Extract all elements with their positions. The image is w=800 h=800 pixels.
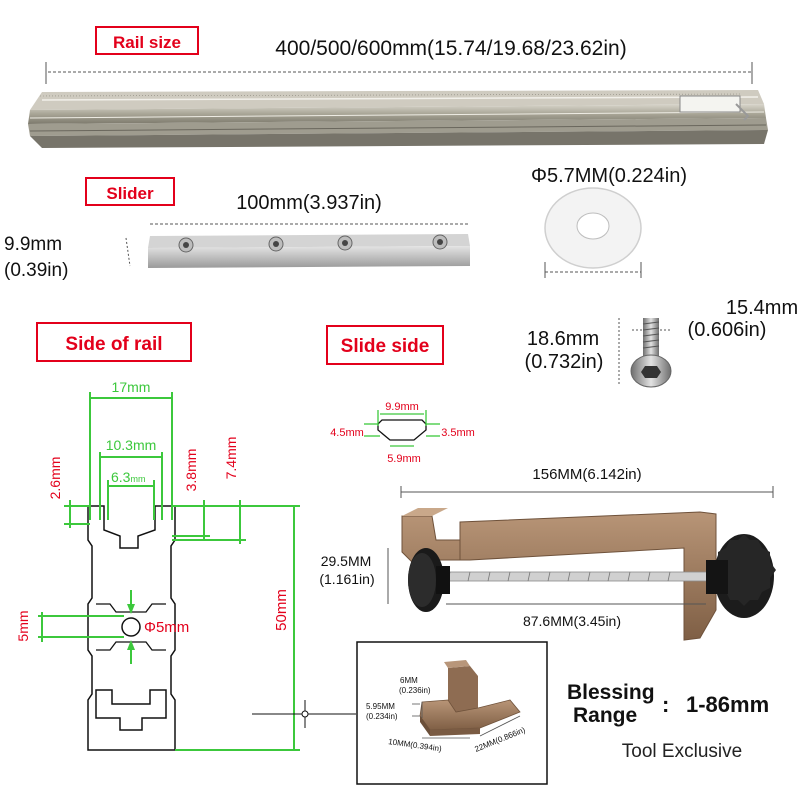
slide-side-label-box [326, 325, 444, 365]
rail-hole-5: 5mm [15, 610, 31, 641]
inset-leader-point [301, 710, 309, 718]
rail-width-10-3: 10.3mm [106, 437, 157, 453]
screw-head-mm: 15.4mm [726, 297, 798, 319]
rail-depth-7-4: 7.4mm [223, 437, 239, 480]
slider-profile-left: 4.5mm [330, 427, 364, 439]
slider-bar-image [148, 234, 470, 268]
clamp-section: 156MM(6.142in) 29.5MM (1.161in) [319, 466, 776, 641]
slider-profile-right: 3.5mm [441, 427, 475, 439]
rail-center-hole [121, 617, 141, 637]
slider-profile-dimension-lines [364, 410, 440, 447]
screw-length-mm: 18.6mm [527, 328, 599, 350]
slider-section: Slider 100mm(3.937in) 9.9mm (0.39in) [4, 177, 470, 281]
slider-profile-bottom: 5.9mm [387, 453, 421, 465]
block-top-in: (0.236in) [399, 686, 431, 695]
blessing-range-line2: Range [573, 704, 637, 727]
slider-profile-top: 9.9mm [385, 401, 419, 413]
aluminum-rail-image [28, 90, 768, 148]
slider-height-in: (0.39in) [4, 260, 68, 281]
block-side-in: (0.234in) [366, 712, 398, 721]
rail-size-label-box [95, 26, 199, 55]
rail-profile-outline [87, 505, 176, 751]
slider-profile-outline [377, 419, 427, 441]
clamp-rod-dimension: 87.6MM(3.45in) [523, 613, 621, 629]
screw-head-in: (0.606in) [688, 319, 767, 341]
rail-size-section: Rail size 400/500/600mm(15.74/19.68/23.6… [28, 26, 768, 148]
slider-label-box [85, 177, 175, 206]
blessing-range-colon: : [662, 692, 669, 717]
blessing-range-section: Blessing Range : 1-86mm Tool Exclusive [567, 681, 769, 762]
screw-length-in: (0.732in) [525, 351, 604, 373]
slider-label: Slider [106, 184, 154, 203]
slider-length-dimension: 100mm(3.937in) [236, 192, 382, 214]
side-of-rail-label-box [36, 322, 192, 362]
screw-section: 15.4mm (0.606in) 18.6mm (0.732in) [525, 297, 798, 388]
rail-dimension-arrows [127, 604, 135, 650]
rail-depth-3-8: 3.8mm [183, 449, 199, 492]
screw-image [630, 318, 672, 388]
rail-length-dimension: 400/500/600mm(15.74/19.68/23.62in) [275, 37, 626, 60]
block-side-mm: 5.95MM [366, 702, 395, 711]
slide-side-section: Slide side 9.9mm 4.5mm 3.5mm 5.9mm [326, 325, 475, 465]
rail-depth-2-6: 2.6mm [47, 457, 63, 500]
block-top-mm: 6MM [400, 676, 418, 685]
clamp-height-mm: 29.5MM [321, 553, 372, 569]
brand-watermark: Tool Exclusive [622, 741, 742, 762]
rail-width-6-3: 6.3mm [111, 469, 145, 485]
slide-side-label: Slide side [341, 336, 430, 357]
rail-green-dimension-lines [38, 392, 300, 751]
side-of-rail-section: Side of rail [15, 322, 300, 751]
slider-height-line [125, 237, 131, 267]
rail-height-50: 50mm [273, 589, 290, 631]
side-of-rail-label: Side of rail [65, 334, 162, 355]
rail-profile-lower-slot [95, 689, 167, 731]
block-inset-section: 6MM (0.236in) 5.95MM (0.234in) 10MM(0.39… [252, 641, 548, 785]
clamp-height-in: (1.161in) [319, 571, 374, 587]
washer-image [544, 187, 642, 269]
block-dimension-lines [412, 702, 521, 739]
blessing-range-line1: Blessing [567, 681, 655, 704]
blessing-range-value: 1-86mm [686, 692, 769, 717]
t-block-image [419, 660, 521, 736]
clamp-length-dimension: 156MM(6.142in) [532, 466, 641, 483]
rail-size-label: Rail size [113, 33, 181, 52]
washer-section: Φ5.7MM(0.224in) [531, 165, 687, 278]
clamp-image [401, 508, 776, 641]
rail-width-17: 17mm [112, 379, 151, 395]
washer-dimension: Φ5.7MM(0.224in) [531, 165, 687, 187]
rail-hole-diameter: Φ5mm [144, 619, 189, 636]
slider-height-mm: 9.9mm [4, 234, 62, 255]
